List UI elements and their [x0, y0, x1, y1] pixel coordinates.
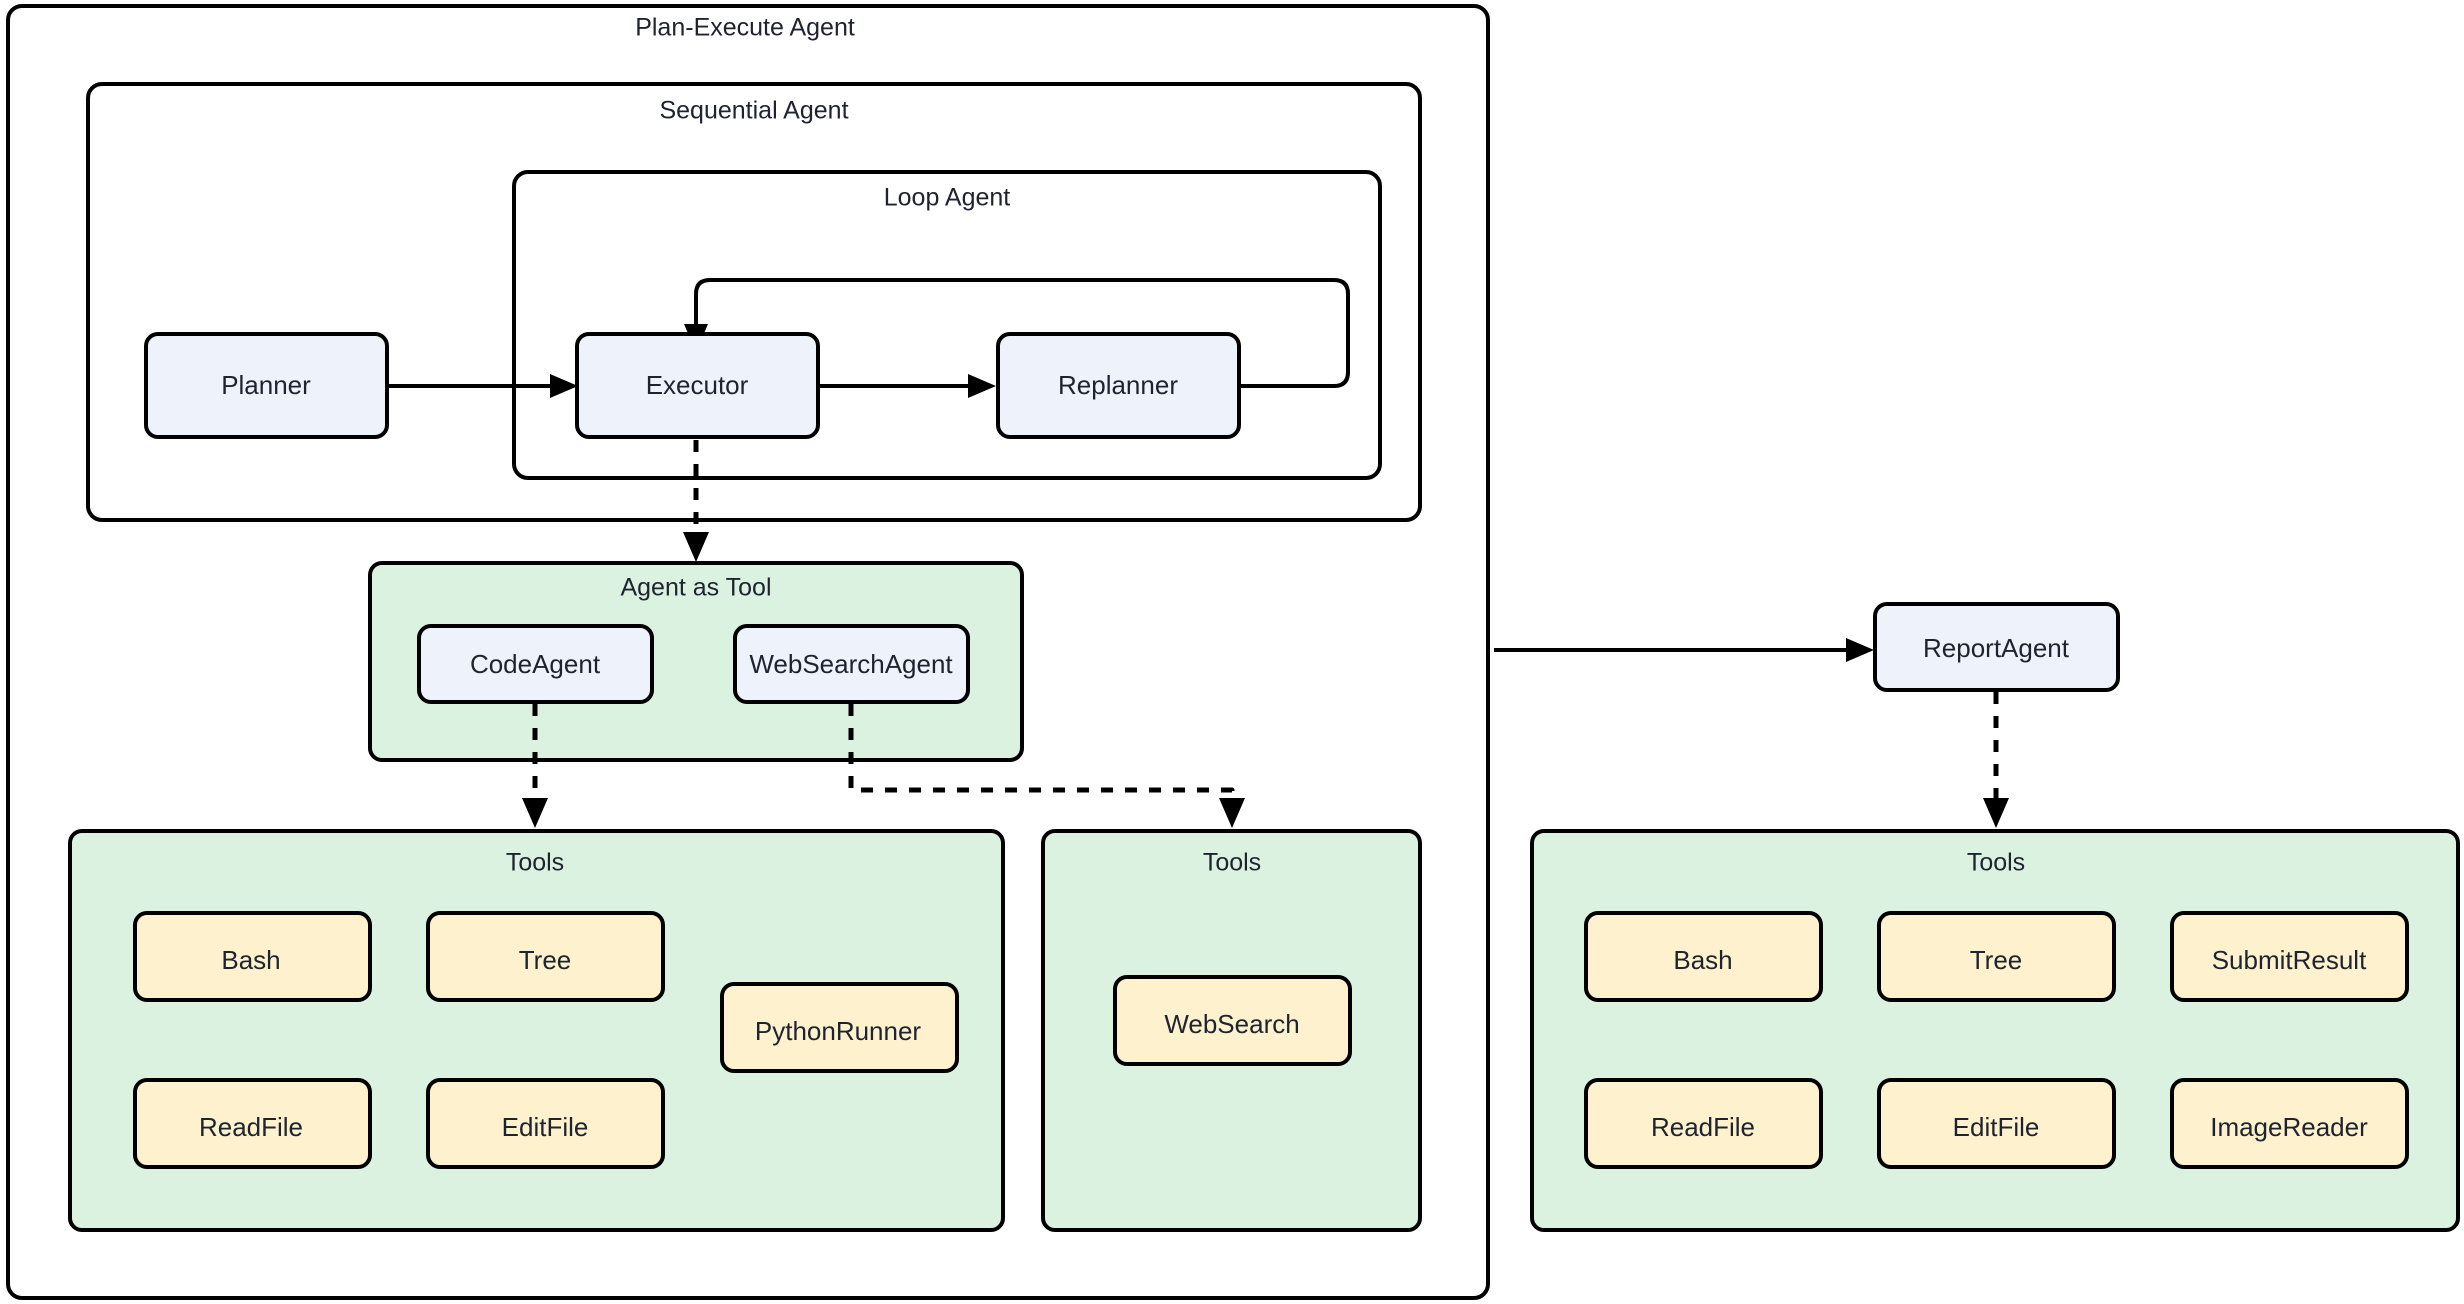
- report-agent-box[interactable]: [1873, 602, 2120, 692]
- agent-as-tool-title: Agent as Tool: [620, 574, 771, 602]
- tool-node-editfile-code[interactable]: EditFile: [426, 1078, 665, 1169]
- editfile-label: EditFile: [502, 1112, 589, 1142]
- pythonrunner-box[interactable]: [720, 982, 959, 1073]
- sequential-agent-title: Sequential Agent: [659, 97, 848, 125]
- websearch-agent-label: WebSearchAgent: [749, 649, 953, 679]
- edge-plan-execute-to-report-agent: [1494, 638, 1874, 662]
- websearch-agent-box[interactable]: [733, 624, 970, 704]
- node-replanner[interactable]: Replanner: [996, 332, 1241, 439]
- tools-code-title: Tools: [506, 849, 564, 877]
- tool-node-bash-code[interactable]: Bash: [133, 911, 372, 1002]
- tool-node-submitresult[interactable]: SubmitResult: [2170, 911, 2409, 1002]
- planner-label: Planner: [221, 370, 311, 400]
- tool-node-tree-report[interactable]: Tree: [1877, 911, 2116, 1002]
- imagereader-box[interactable]: [2170, 1078, 2409, 1169]
- node-code-agent[interactable]: CodeAgent: [417, 624, 654, 704]
- node-report-agent[interactable]: ReportAgent: [1873, 602, 2120, 692]
- bash-label: Bash: [221, 945, 280, 975]
- arrowhead-websearch-agent-tools: [1219, 798, 1245, 828]
- executor-box[interactable]: [575, 332, 820, 439]
- arrowhead-report-agent: [1846, 638, 1874, 662]
- bash-report-label: Bash: [1673, 945, 1732, 975]
- edge-code-agent-to-tools: [522, 704, 548, 828]
- plan-execute-agent-title: Plan-Execute Agent: [635, 14, 855, 42]
- edge-executor-to-agent-as-tool: [683, 440, 709, 562]
- bash-box[interactable]: [133, 911, 372, 1002]
- tool-node-readfile-code[interactable]: ReadFile: [133, 1078, 372, 1169]
- tree-report-box[interactable]: [1877, 911, 2116, 1002]
- readfile-label: ReadFile: [199, 1112, 303, 1142]
- tool-node-imagereader[interactable]: ImageReader: [2170, 1078, 2409, 1169]
- tools-report-title: Tools: [1967, 849, 2025, 877]
- edge-planner-to-executor: [387, 374, 578, 398]
- report-agent-label: ReportAgent: [1923, 633, 2070, 663]
- websearch-box[interactable]: [1113, 975, 1352, 1066]
- tree-label: Tree: [519, 945, 572, 975]
- editfile-report-box[interactable]: [1877, 1078, 2116, 1169]
- arrowhead-planner-executor: [550, 374, 578, 398]
- submitresult-box[interactable]: [2170, 911, 2409, 1002]
- tools-report-box: [1530, 829, 2460, 1232]
- node-planner[interactable]: Planner: [144, 332, 389, 439]
- group-tools-report: Tools: [1530, 829, 2460, 1232]
- editfile-box[interactable]: [426, 1078, 665, 1169]
- arrowhead-code-agent-tools: [522, 798, 548, 828]
- websearch-label: WebSearch: [1164, 1009, 1299, 1039]
- replanner-box[interactable]: [996, 332, 1241, 439]
- tool-node-pythonrunner[interactable]: PythonRunner: [720, 982, 959, 1073]
- tree-box[interactable]: [426, 911, 665, 1002]
- code-agent-box[interactable]: [417, 624, 654, 704]
- edge-websearch-agent-to-tools: [848, 704, 1245, 828]
- readfile-report-box[interactable]: [1584, 1078, 1823, 1169]
- node-executor[interactable]: Executor: [575, 332, 820, 439]
- tool-node-readfile-report[interactable]: ReadFile: [1584, 1078, 1823, 1169]
- pythonrunner-label: PythonRunner: [755, 1016, 922, 1046]
- tree-report-label: Tree: [1970, 945, 2023, 975]
- tools-websearch-title: Tools: [1203, 849, 1261, 877]
- edge-executor-to-replanner: [818, 374, 996, 398]
- edge-report-agent-to-tools: [1983, 692, 2009, 828]
- arrowhead-executor-replanner: [968, 374, 996, 398]
- editfile-report-label: EditFile: [1953, 1112, 2040, 1142]
- code-agent-label: CodeAgent: [470, 649, 601, 679]
- arrowhead-report-agent-tools: [1983, 798, 2009, 828]
- loop-agent-title: Loop Agent: [884, 184, 1011, 212]
- readfile-box[interactable]: [133, 1078, 372, 1169]
- node-websearch-agent[interactable]: WebSearchAgent: [733, 624, 970, 704]
- tool-node-editfile-report[interactable]: EditFile: [1877, 1078, 2116, 1169]
- submitresult-label: SubmitResult: [2212, 945, 2367, 975]
- arrowhead-executor-agent-as-tool: [683, 532, 709, 562]
- bash-report-box[interactable]: [1584, 911, 1823, 1002]
- readfile-report-label: ReadFile: [1651, 1112, 1755, 1142]
- replanner-label: Replanner: [1058, 370, 1178, 400]
- tool-node-bash-report[interactable]: Bash: [1584, 911, 1823, 1002]
- planner-box[interactable]: [144, 332, 389, 439]
- tool-node-tree-code[interactable]: Tree: [426, 911, 665, 1002]
- tool-node-websearch[interactable]: WebSearch: [1113, 975, 1352, 1066]
- executor-label: Executor: [646, 370, 749, 400]
- imagereader-label: ImageReader: [2210, 1112, 2368, 1142]
